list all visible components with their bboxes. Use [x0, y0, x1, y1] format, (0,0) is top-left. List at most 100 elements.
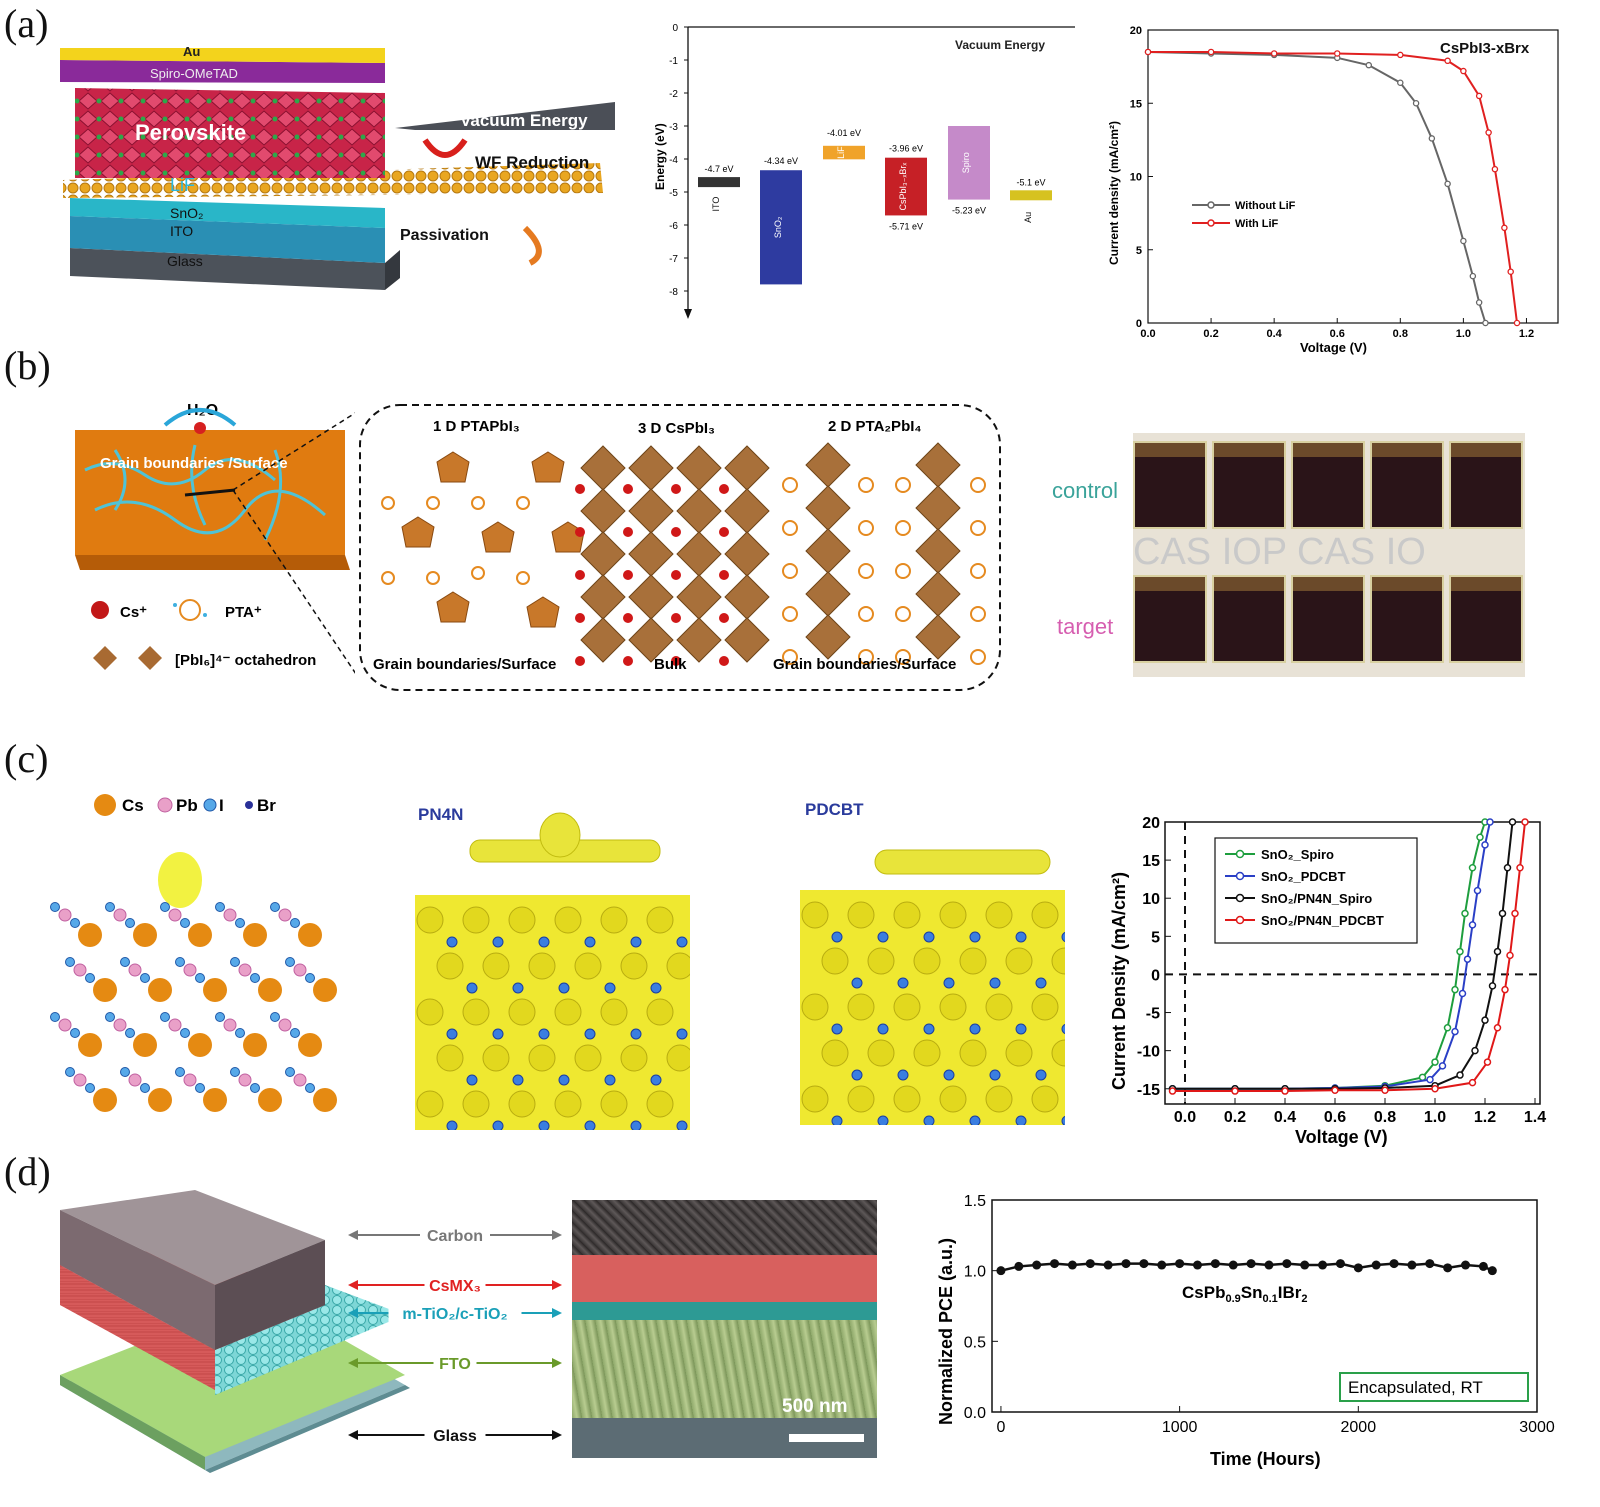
- pce-xtick-label: 2000: [1341, 1419, 1377, 1436]
- pta-molecule-1d: [471, 566, 485, 580]
- octahedron-3d: [676, 617, 722, 663]
- energy-level-5: [1010, 190, 1052, 201]
- jv-c-point: [1481, 1016, 1489, 1024]
- cs-atom: [298, 923, 322, 947]
- legend-br-c: Br: [257, 796, 276, 815]
- i-atom: [446, 936, 458, 948]
- i-atom: [1015, 1023, 1027, 1035]
- octahedron-3d: [724, 531, 770, 577]
- pce-point: [1371, 1260, 1381, 1270]
- energy-level-name: ITO: [711, 197, 721, 212]
- jv-c-xtick-label: 1.2: [1474, 1109, 1496, 1126]
- i-atom: [290, 918, 300, 928]
- octahedron-icon-2: [138, 646, 162, 670]
- scale-bar-label: 500 nm: [782, 1396, 848, 1417]
- energy-tick-label: -4: [669, 155, 678, 166]
- octahedron-3d: [676, 445, 722, 491]
- cs-atom-yellow: [939, 1085, 967, 1113]
- pta-molecule-2d: [895, 563, 911, 579]
- energy-level-name: SnO₂: [773, 216, 783, 238]
- i-atom: [650, 1074, 662, 1086]
- layer-label-bg: [424, 1273, 486, 1297]
- energy-y-label: Energy (eV): [653, 123, 667, 190]
- passivation-arrow-icon: [522, 225, 542, 266]
- energy-tick-label: 0: [672, 23, 678, 34]
- i-atom: [175, 1067, 185, 1077]
- structure-c-pdcbt: [800, 849, 1065, 1125]
- i-atom: [989, 977, 1001, 989]
- jv-a-point: [1460, 67, 1467, 75]
- i-atom: [851, 1069, 863, 1081]
- pce-point: [1246, 1259, 1256, 1269]
- device-photo: CAS IOP CAS IO: [1133, 433, 1525, 677]
- i-atom: [1061, 1115, 1065, 1125]
- pta-molecule-icon: [173, 599, 207, 621]
- i-atom: [215, 1012, 225, 1022]
- pce-point: [1353, 1263, 1363, 1273]
- pta-molecule-1d: [516, 571, 530, 585]
- octahedron-3d: [580, 445, 626, 491]
- pb-atom: [223, 1018, 237, 1032]
- pta-molecule-2d: [782, 606, 798, 622]
- octahedron-1d: [401, 516, 435, 548]
- i-atom: [492, 936, 504, 948]
- cs-atom-yellow: [847, 901, 875, 929]
- cs-atom-yellow: [416, 1090, 444, 1118]
- cs-ion-3d: [719, 570, 729, 580]
- pdcbt-label: PDCBT: [805, 800, 864, 819]
- i-atom: [877, 1115, 889, 1125]
- cs-ion-3d: [575, 613, 585, 623]
- i-atom: [492, 1120, 504, 1130]
- jv-c-xtick-label: 1.0: [1424, 1109, 1446, 1126]
- arrowhead-left: [348, 1358, 358, 1368]
- layer-label-ito: ITO: [170, 223, 193, 239]
- pta-molecule-1d: [381, 571, 395, 585]
- pta-molecule-2d: [895, 520, 911, 536]
- cs-atom-yellow: [574, 1044, 602, 1072]
- cs-atom-yellow: [867, 947, 895, 975]
- jv-c-y-label: Current Density (mA/cm²): [1109, 872, 1129, 1090]
- i-atom: [235, 1028, 245, 1038]
- i-atom: [1035, 977, 1047, 989]
- pce-point: [1157, 1260, 1167, 1270]
- jv-c-point: [1468, 863, 1477, 872]
- jv-a-point: [1460, 237, 1467, 245]
- jv-c-point: [1331, 1086, 1339, 1095]
- cs-atom-yellow: [528, 1044, 556, 1072]
- i-atom: [831, 1023, 843, 1035]
- i-atom: [923, 1023, 935, 1035]
- pce-point: [1103, 1260, 1113, 1270]
- layer-label-spiro: Spiro-OMeTAD: [150, 66, 238, 81]
- i-atom: [676, 1028, 688, 1040]
- i-atom: [195, 1083, 205, 1093]
- energy-level-label-bottom: -5.23 eV: [952, 206, 986, 216]
- pce-point: [1478, 1261, 1488, 1271]
- octahedron-1d: [551, 521, 585, 553]
- jv-c-point: [1461, 909, 1469, 918]
- pce-point: [1014, 1261, 1024, 1271]
- jv-c-point: [1456, 947, 1464, 956]
- cs-atom-yellow: [1051, 947, 1065, 975]
- pce-ytick-label: 1.5: [964, 1193, 986, 1210]
- i-atom: [1061, 931, 1065, 943]
- cs-atom-yellow: [1005, 1039, 1033, 1067]
- passivation-label: Passivation: [400, 227, 489, 244]
- cs-atom-yellow: [462, 906, 490, 934]
- pb-atom: [113, 908, 127, 922]
- energy-level-name: CsPbI₃₋ₓBrₓ: [898, 163, 908, 211]
- jv-c-point: [1281, 1087, 1289, 1095]
- jv-a-point: [1144, 48, 1152, 56]
- octahedron-3d: [676, 488, 722, 534]
- jv-a-point: [1482, 319, 1489, 327]
- pb-atom: [128, 1073, 142, 1087]
- col1-bottom: Grain boundaries/Surface: [373, 656, 556, 673]
- pb-atom: [73, 1073, 87, 1087]
- i-atom: [969, 1023, 981, 1035]
- jv-c-point: [1493, 1024, 1502, 1032]
- i-atom: [250, 973, 260, 983]
- jv-c-xtick-label: 1.4: [1524, 1109, 1546, 1126]
- jv-a-point: [1444, 180, 1451, 188]
- cs-ion-3d: [623, 484, 633, 494]
- cs-atom-yellow: [959, 947, 987, 975]
- pb-atom: [183, 963, 197, 977]
